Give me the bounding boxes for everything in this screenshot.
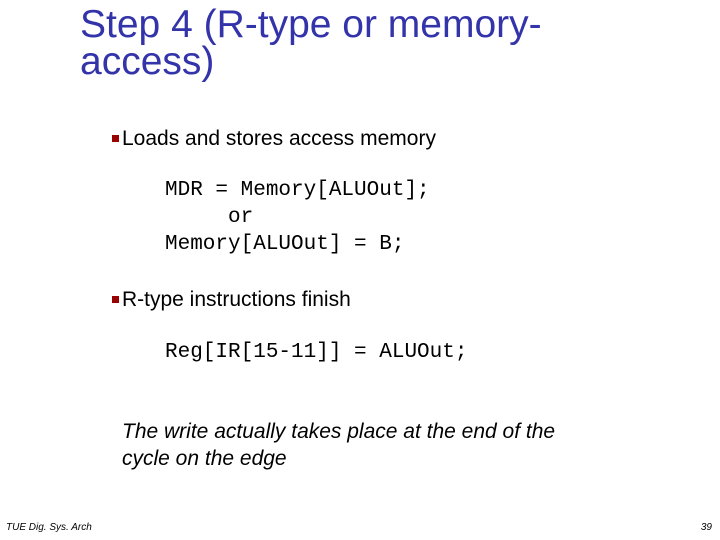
note-text: The write actually takes place at the en… [122,418,682,472]
bullet-text: Loads and stores access memory [122,127,436,150]
square-bullet-icon [112,135,119,142]
page-number: 39 [700,522,712,533]
bullet-text: R-type instructions finish [122,288,351,311]
footer-course-label: TUE Dig. Sys. Arch [6,522,92,533]
code-line: Reg[IR[15-11]] = ALUOut; [165,341,468,364]
note-line-2: cycle on the edge [122,447,287,470]
code-line: or [165,206,254,229]
code-block-memory-access: MDR = Memory[ALUOut]; or Memory[ALUOut] … [165,177,430,258]
square-bullet-icon [112,296,119,303]
note-line-1: The write actually takes place at the en… [122,420,556,443]
slide-title-line-2: access) [80,40,215,83]
code-line: Memory[ALUOut] = B; [165,233,405,256]
code-line: MDR = Memory[ALUOut]; [165,179,430,202]
slide-title: Step 4 (R-type or memory- access) [80,3,700,83]
slide-title-line-1: Step 4 (R-type or memory- [80,3,542,46]
code-block-rtype-writeback: Reg[IR[15-11]] = ALUOut; [165,339,467,366]
